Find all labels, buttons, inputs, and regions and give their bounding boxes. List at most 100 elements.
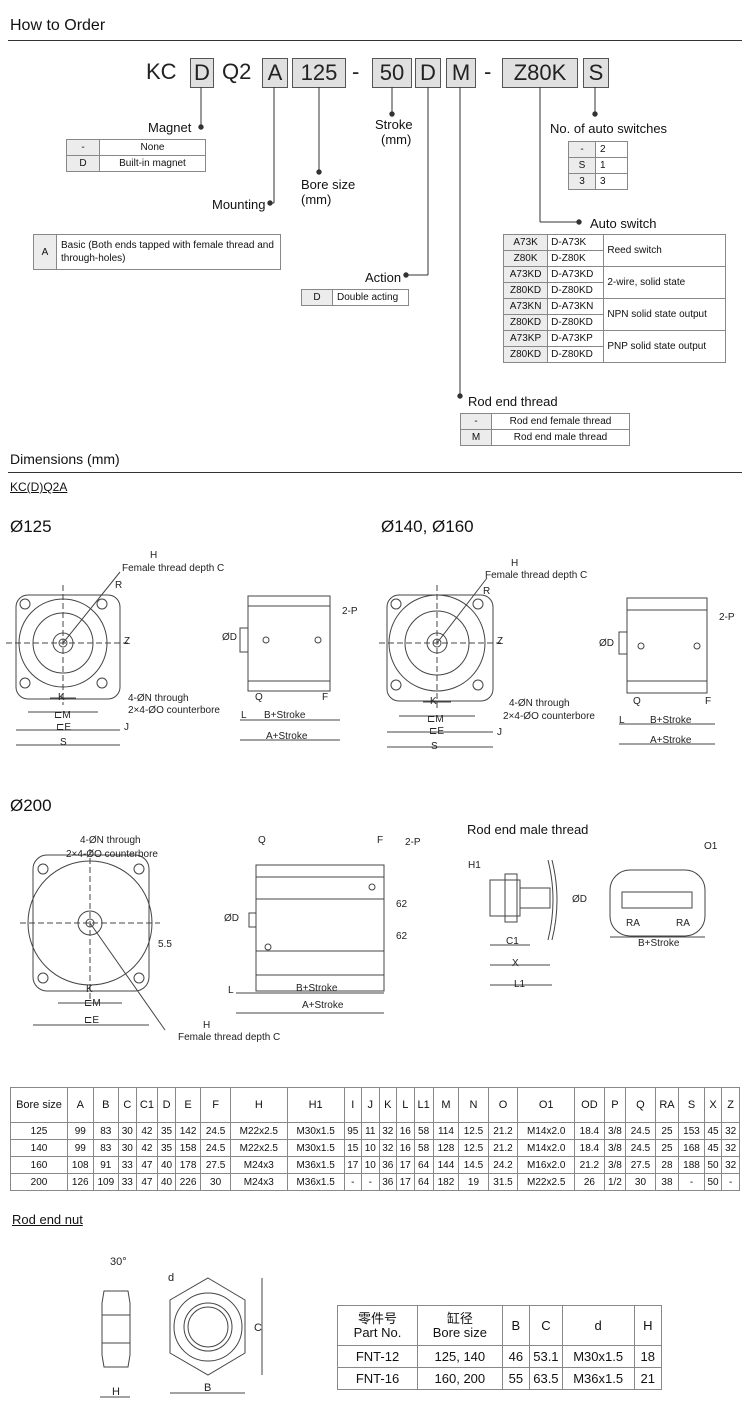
table-cell: 17 — [396, 1156, 415, 1174]
table-cell: 18.4 — [574, 1122, 605, 1140]
dim-label-q: Q — [633, 696, 641, 707]
table-header-cell: d — [561, 1305, 635, 1346]
dim-label-n: 4-ØN through — [509, 698, 570, 709]
table-cell: 83 — [92, 1122, 120, 1140]
dim-label-5-5: 5.5 — [158, 939, 172, 950]
table-cell: 188 — [678, 1156, 705, 1174]
option-key: - — [66, 139, 100, 156]
option-key: A — [33, 234, 57, 270]
table-header-cell: C — [529, 1305, 563, 1346]
table-cell: M30x1.5 — [561, 1345, 635, 1368]
dim-label-r: R — [483, 586, 490, 597]
table-cell: 42 — [135, 1139, 159, 1157]
switch-code: Z80KD — [502, 314, 549, 331]
table-cell: 18 — [633, 1345, 663, 1368]
table-cell: 36 — [378, 1156, 398, 1174]
table-cell: 109 — [92, 1173, 120, 1191]
table-cell: - — [721, 1173, 740, 1191]
dim-label-p: 2-P — [405, 837, 421, 848]
table-cell: 64 — [413, 1156, 434, 1174]
table-row: -Rod end female thread — [460, 413, 630, 430]
option-value: 2 — [595, 141, 628, 158]
switch-model: D-A73KP — [547, 330, 605, 347]
table-cell: 27.5 — [625, 1156, 656, 1174]
dim-label-x: X — [512, 958, 519, 969]
option-key: - — [460, 413, 492, 430]
table-cell: 95 — [343, 1122, 363, 1140]
option-key: M — [460, 429, 492, 446]
heading-rod-end-male: Rod end male thread — [467, 822, 589, 837]
dim-label-j: J — [497, 727, 502, 738]
dim-label-c: C — [254, 1322, 262, 1334]
switch-type: NPN solid state output — [603, 298, 726, 331]
table-header-cell: O1 — [517, 1087, 576, 1123]
dim-label-o: 2×4-ØO counterbore — [128, 705, 220, 716]
option-key: D — [66, 155, 100, 172]
table-cell: 45 — [703, 1139, 723, 1157]
table-cell: M36x1.5 — [286, 1156, 345, 1174]
option-key: - — [568, 141, 596, 158]
table-header-cell: Z — [721, 1087, 740, 1123]
table-header-cell: J — [361, 1087, 380, 1123]
table-cell: 10 — [361, 1156, 380, 1174]
dim-label-b-stroke: B+Stroke — [296, 983, 338, 994]
table-cell: M16x2.0 — [517, 1156, 576, 1174]
code-dash-1: - — [352, 59, 360, 84]
dim-label-l: L — [619, 715, 625, 726]
table-cell: 99 — [67, 1139, 94, 1157]
table-cell: 26 — [574, 1173, 605, 1191]
code-switch-box: Z80K — [502, 58, 578, 88]
dim-label-b-stroke: B+Stroke — [264, 710, 306, 721]
dim-label-k: K — [86, 984, 93, 995]
section-title-how-to-order: How to Order — [10, 17, 106, 34]
switch-model: D-A73K — [547, 234, 605, 251]
drawing-d125: H Female thread depth C R Z K ⊏M ⊏E S J … — [6, 550, 358, 748]
switch-model: D-A73KD — [547, 266, 605, 283]
section-rule — [8, 40, 742, 41]
dim-label-h: H — [511, 558, 518, 569]
option-value: Rod end female thread — [491, 413, 630, 430]
heading-d125: Ø125 — [10, 517, 52, 536]
table-cell: 83 — [92, 1139, 120, 1157]
switch-code: Z80K — [502, 250, 549, 267]
table-cell: M36x1.5 — [286, 1173, 345, 1191]
switch-type: 2-wire, solid state — [603, 266, 726, 299]
table-cell: 24.5 — [625, 1139, 656, 1157]
dim-label-l: L — [228, 985, 234, 996]
dim-label-62-top: 62 — [396, 899, 408, 910]
dim-label-ra-left: RA — [626, 918, 640, 929]
table-cell: 24.5 — [625, 1122, 656, 1140]
table-cell: 31.5 — [487, 1173, 519, 1191]
table-cell: 64 — [413, 1173, 434, 1191]
code-switch-count-box: S — [583, 58, 609, 88]
stroke-unit: (mm) — [381, 132, 412, 147]
drawing-rod-end-male: H1 ØD C1 X L1 O1 RA RA B+Stroke — [468, 841, 718, 990]
switch-code: A73KP — [502, 330, 549, 347]
table-cell: 12.5 — [458, 1122, 489, 1140]
table-header-cell: F — [200, 1087, 231, 1123]
table-cell: 16 — [396, 1122, 415, 1140]
table-cell: 21 — [633, 1367, 663, 1390]
code-part-q2: Q2 — [222, 59, 252, 84]
dim-label-od: ØD — [572, 894, 587, 905]
table-cell: 125 — [10, 1122, 68, 1140]
table-cell: - — [361, 1173, 380, 1191]
table-cell: FNT-16 — [336, 1367, 419, 1390]
bore-size-label: Bore size — [301, 177, 356, 192]
heading-d200: Ø200 — [10, 796, 52, 815]
table-cell: 10 — [361, 1139, 380, 1157]
table-cell: M22x2.5 — [229, 1122, 288, 1140]
table-cell: M22x2.5 — [229, 1139, 288, 1157]
